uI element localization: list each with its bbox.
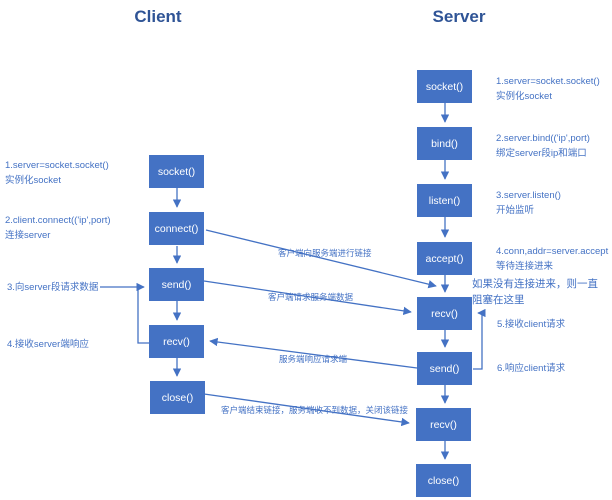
note-line: 等待连接进来 — [496, 261, 554, 272]
server-box-listen: listen() — [417, 184, 472, 217]
client-note-recv: 4.接收server端响应 — [7, 337, 89, 352]
arrow-label-close: 客户端结束链接，服务端收不到数据，关闭该链接 — [221, 405, 409, 415]
arrow-send-to-recv — [203, 280, 412, 316]
note-line: 1.server=socket.socket() — [496, 76, 600, 87]
note-line: 连接server — [5, 230, 51, 241]
server-note-blocking: 如果没有连接进来，则一直 阻塞在这里 — [472, 277, 598, 308]
server-note-socket: 1.server=socket.socket() 实例化socket — [496, 74, 600, 104]
client-box-send: send() — [149, 268, 204, 301]
note-line: 绑定server段ip和端口 — [496, 148, 587, 159]
note-line: 4.conn,addr=server.accept — [496, 246, 609, 257]
note-line: 6.响应client请求 — [497, 363, 566, 374]
note-line: 如果没有连接进来，则一直 — [472, 278, 598, 290]
arrow-connect-to-accept — [205, 229, 437, 289]
client-note-socket: 1.server=socket.socket() 实例化socket — [5, 158, 109, 188]
client-box-connect: connect() — [149, 212, 204, 245]
server-recv-send-loop — [473, 308, 486, 370]
server-box-close: close() — [416, 464, 471, 497]
note-line: 1.server=socket.socket() — [5, 160, 109, 171]
client-box-close: close() — [150, 381, 205, 414]
server-column-title: Server — [432, 7, 486, 26]
note-line: 实例化socket — [5, 175, 61, 186]
server-box-send: send() — [417, 352, 472, 385]
arrow-label-request: 客户端请求服务端数据 — [268, 292, 354, 302]
server-box-recv2: recv() — [416, 408, 471, 441]
server-note-send: 6.响应client请求 — [497, 361, 565, 376]
server-note-accept: 4.conn,addr=server.accept 等待连接进来 — [496, 244, 608, 274]
note-line: 3.server.listen() — [496, 190, 561, 201]
server-note-listen: 3.server.listen() 开始监听 — [496, 188, 561, 218]
client-note-send: 3.向server段请求数据 — [7, 280, 98, 295]
server-note-bind: 2.server.bind(('ip',port) 绑定server段ip和端口 — [496, 131, 590, 161]
note-line: 5.接收client请求 — [497, 319, 566, 330]
server-box-recv1: recv() — [417, 297, 472, 330]
client-note-connect: 2.client.connect(('ip',port) 连接server — [5, 213, 111, 243]
server-note-recv: 5.接收client请求 — [497, 317, 565, 332]
note-line: 4.接收server端响应 — [7, 339, 89, 350]
client-box-recv: recv() — [149, 325, 204, 358]
server-box-accept: accept() — [417, 242, 472, 275]
note-line: 2.server.bind(('ip',port) — [496, 133, 590, 144]
note-line: 开始监听 — [496, 205, 535, 216]
client-column-title: Client — [134, 7, 182, 26]
server-box-socket: socket() — [417, 70, 472, 103]
client-box-socket: socket() — [149, 155, 204, 188]
note-line: 阻塞在这里 — [472, 293, 525, 306]
note-line: 3.向server段请求数据 — [7, 282, 99, 293]
arrow-label-response: 服务端响应请求端 — [279, 354, 348, 364]
client-send-recv-loop — [100, 282, 149, 344]
arrow-serversend-to-clientrecv — [209, 337, 418, 369]
note-line: 2.client.connect(('ip',port) — [5, 215, 111, 226]
note-line: 实例化socket — [496, 91, 552, 102]
arrow-label-connect: 客户端向服务端进行链接 — [278, 248, 372, 258]
server-box-bind: bind() — [417, 127, 472, 160]
cross-arrows — [203, 229, 437, 427]
arrow-close-to-recv — [203, 393, 410, 427]
